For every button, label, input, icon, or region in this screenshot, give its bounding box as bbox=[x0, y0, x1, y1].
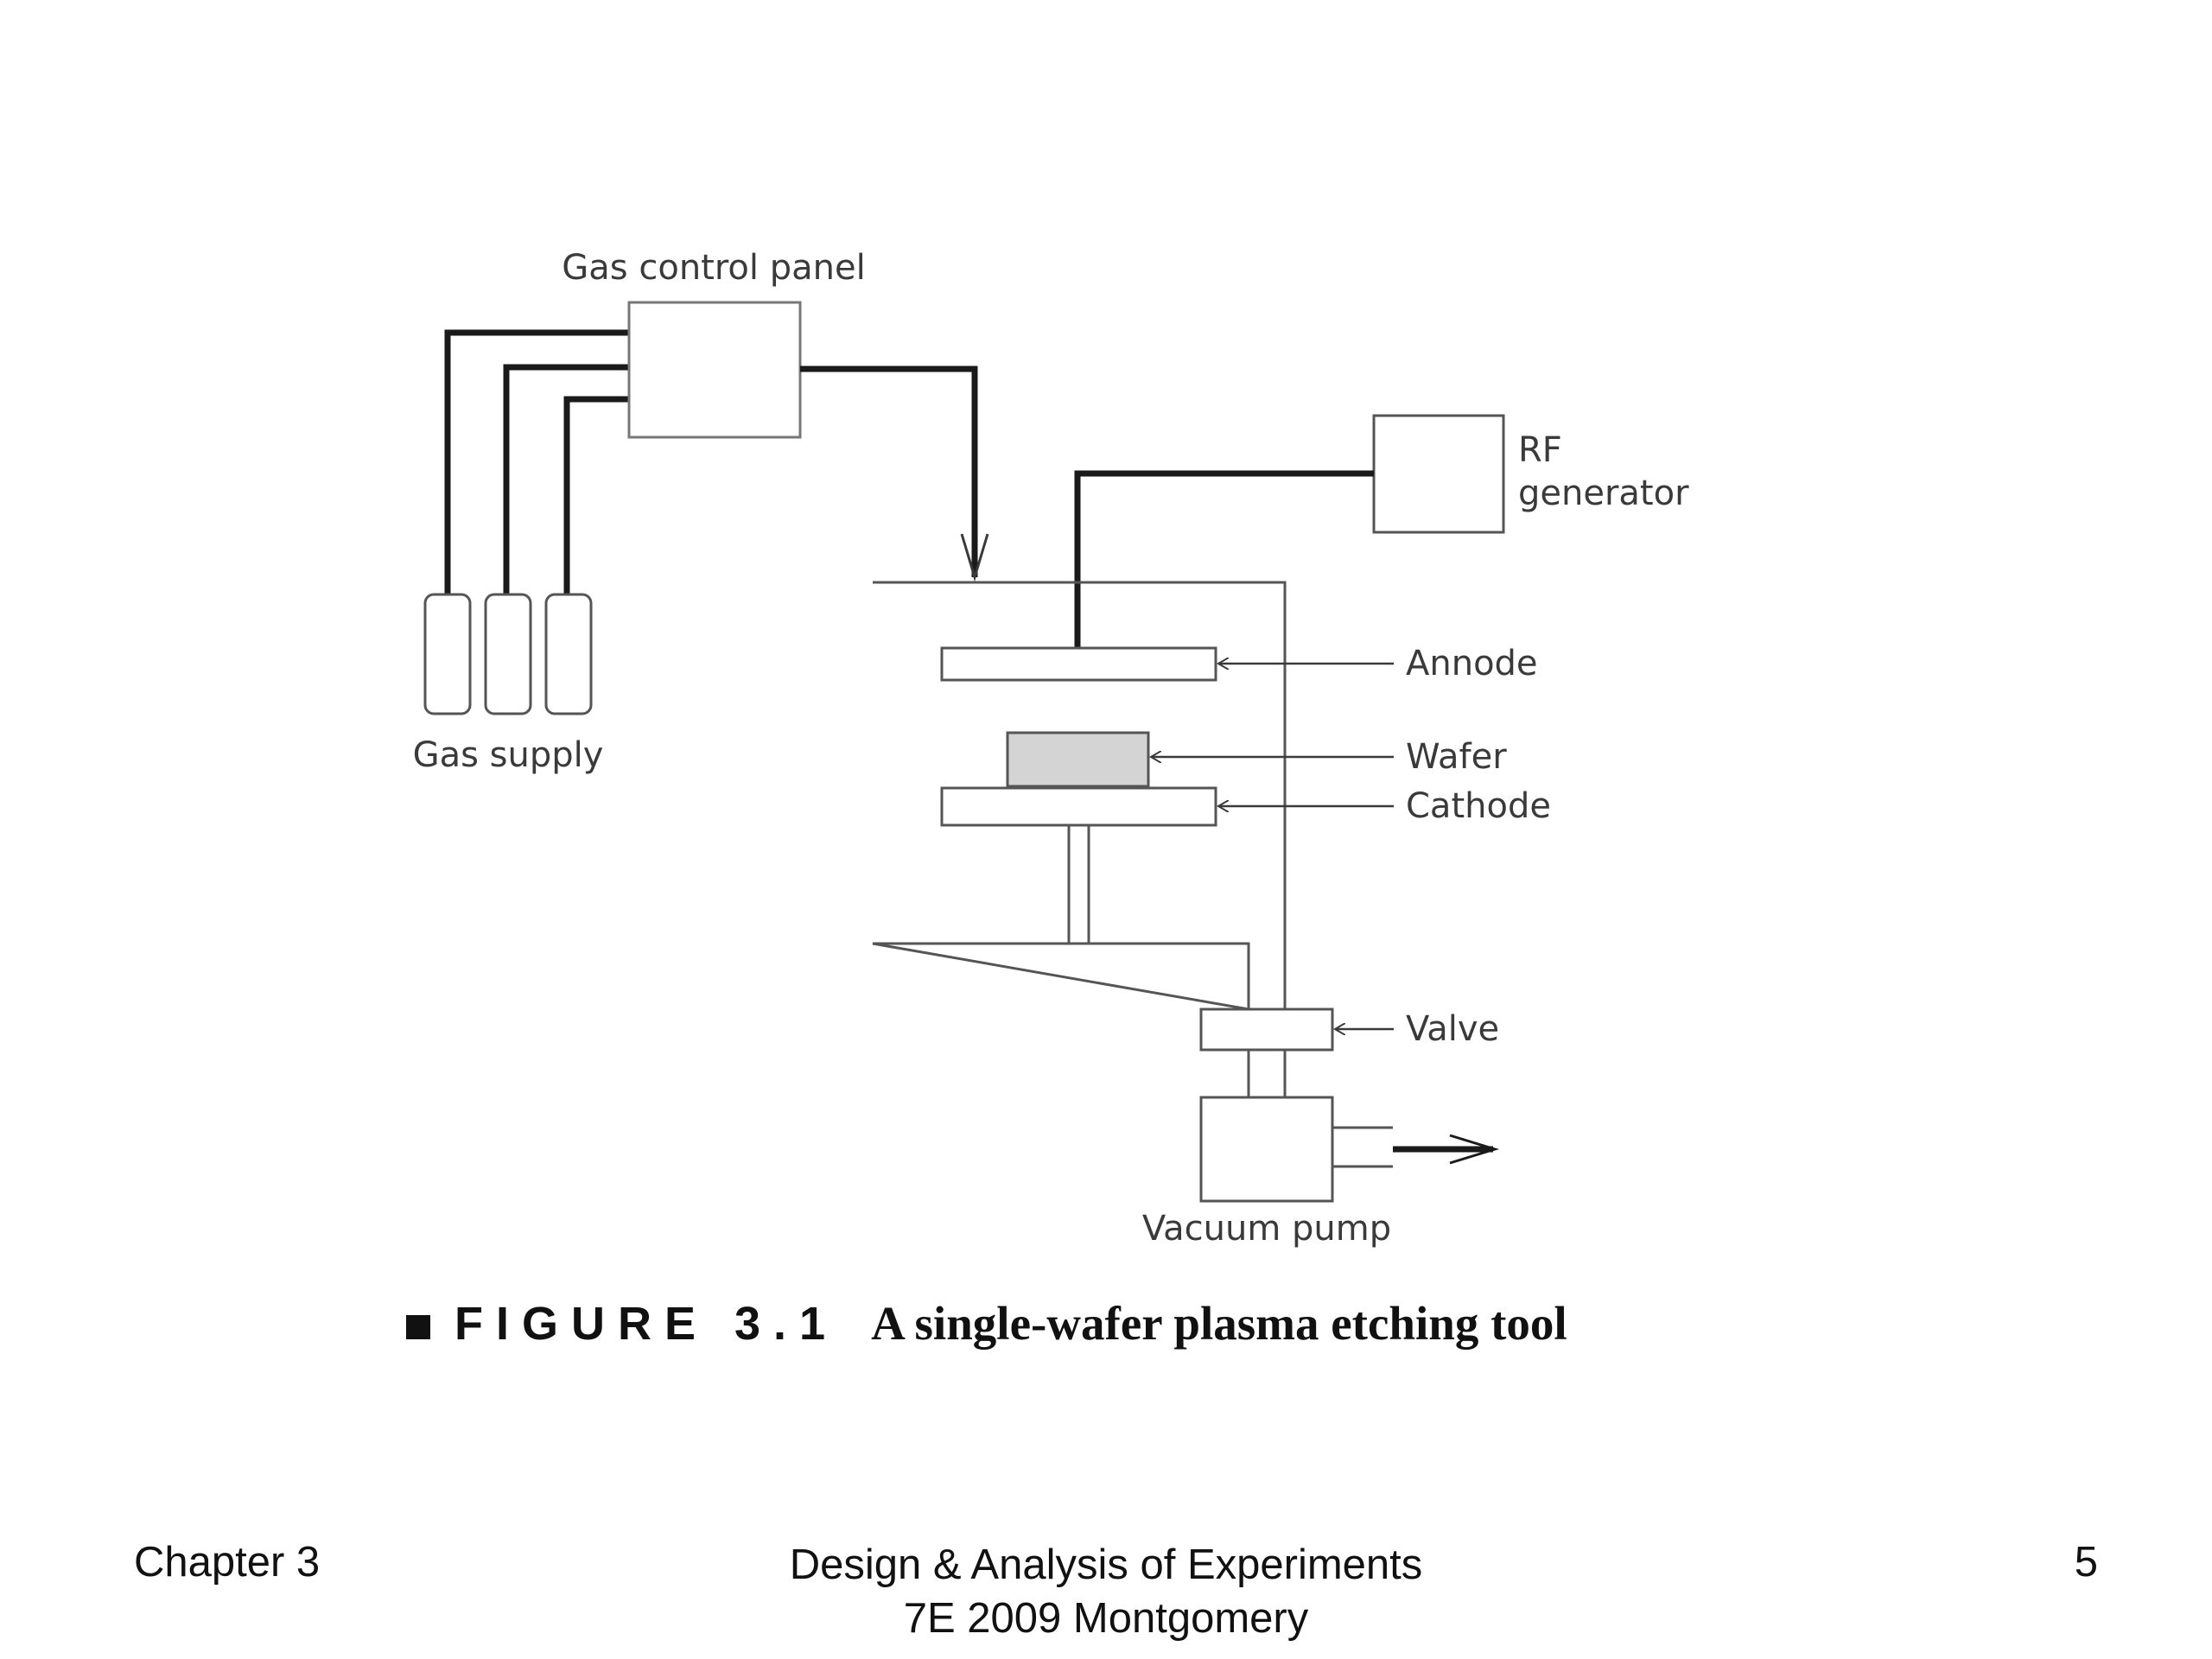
gas-cylinder-1 bbox=[423, 593, 472, 715]
rf-generator-label-line1: RF bbox=[1518, 430, 1562, 470]
pump-exhaust-port bbox=[1332, 1126, 1393, 1168]
gas-feed-arrow-icon bbox=[960, 533, 989, 582]
rf-generator-box bbox=[1372, 414, 1505, 534]
caption-bullet-icon bbox=[406, 1314, 430, 1339]
valve bbox=[1199, 1007, 1334, 1052]
cathode-stem bbox=[1067, 825, 1090, 944]
footer-page-number: 5 bbox=[2074, 1539, 2098, 1586]
gas-cylinder-3 bbox=[544, 593, 593, 715]
footer-center-line2: 7E 2009 Montgomery bbox=[903, 1595, 1309, 1642]
rf-power-line bbox=[1074, 470, 1374, 648]
gas-supply-cylinders bbox=[423, 593, 593, 715]
cathode-plate bbox=[940, 786, 1217, 827]
footer-center-line1: Design & Analysis of Experiments bbox=[789, 1541, 1423, 1588]
valve-label: Valve bbox=[1406, 1009, 1499, 1049]
annode-plate bbox=[940, 646, 1217, 682]
gas-lines bbox=[444, 329, 629, 598]
footer-book-title: Design & Analysis of Experiments 7E 2009… bbox=[674, 1538, 1538, 1645]
gas-supply-label: Gas supply bbox=[413, 735, 604, 775]
gas-control-panel-label: Gas control panel bbox=[562, 248, 865, 288]
figure-label: FIGURE 3.1 bbox=[454, 1297, 839, 1350]
wafer bbox=[1006, 731, 1150, 788]
figure-caption: FIGURE 3.1 A single-wafer plasma etching… bbox=[406, 1296, 1567, 1351]
footer-chapter: Chapter 3 bbox=[134, 1539, 321, 1586]
exhaust-duct bbox=[1247, 1050, 1287, 1097]
wafer-label: Wafer bbox=[1406, 737, 1507, 777]
gas-cylinder-2 bbox=[484, 593, 532, 715]
vacuum-pump-label: Vacuum pump bbox=[1142, 1209, 1391, 1249]
annode-label: Annode bbox=[1406, 644, 1538, 683]
figure-title: A single-wafer plasma etching tool bbox=[871, 1297, 1567, 1350]
process-chamber bbox=[872, 581, 1287, 1011]
rf-generator-label-line2: generator bbox=[1518, 474, 1689, 513]
cathode-label: Cathode bbox=[1406, 786, 1551, 826]
vacuum-pump-box bbox=[1199, 1096, 1334, 1203]
gas-feed-line bbox=[800, 365, 978, 577]
pump-exhaust-arrowhead-icon bbox=[1449, 1134, 1500, 1165]
gas-control-panel-box bbox=[627, 301, 802, 439]
